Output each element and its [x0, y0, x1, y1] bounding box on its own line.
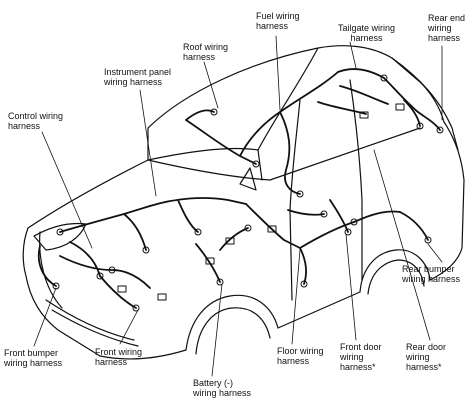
asterisk-note-marker: * [372, 362, 376, 372]
connectors [52, 74, 444, 312]
asterisk-note-marker: * [438, 362, 442, 372]
wiring-harness-routes [37, 68, 441, 309]
leader-lines [33, 35, 443, 377]
label-battery-negative-wiring-harness: Battery (-)wiring harness [193, 378, 252, 398]
